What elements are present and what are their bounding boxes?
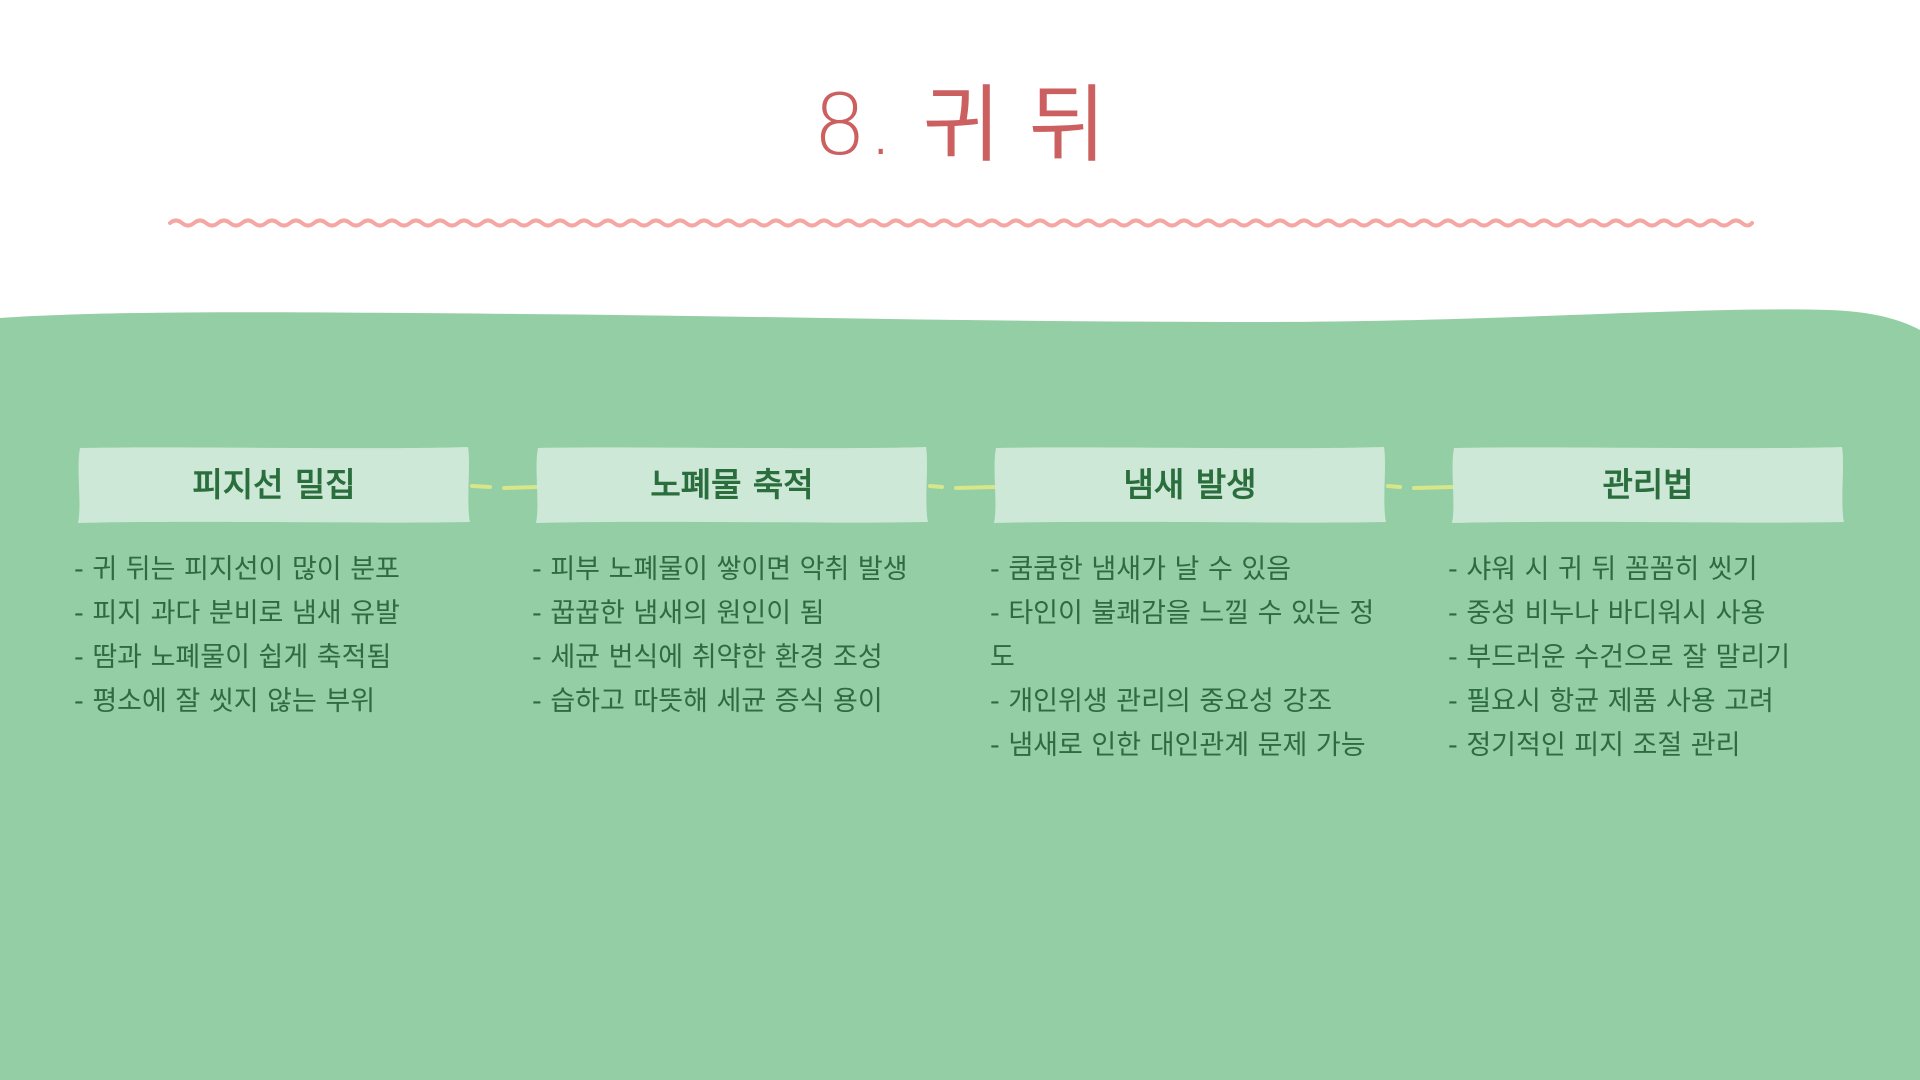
list-item: - 쿰쿰한 냄새가 날 수 있음: [990, 554, 1292, 585]
list-item: - 세균 번식에 취약한 환경 조성: [532, 642, 883, 673]
card-header: 노폐물 축적: [532, 444, 932, 526]
card-header-shape: [1452, 447, 1844, 523]
list-item: - 습하고 따뜻해 세균 증식 용이: [532, 686, 883, 717]
card-waste-buildup: 노폐물 축적 - 피부 노폐물이 쌓이면 악취 발생 - 꿉꿉한 냄새의 원인이…: [532, 444, 932, 724]
list-item: - 개인위생 관리의 중요성 강조: [990, 686, 1333, 717]
card-list: - 쿰쿰한 냄새가 날 수 있음 - 타인이 불쾌감을 느낄 수 있는 정도 -…: [990, 548, 1390, 768]
list-item: - 평소에 잘 씻지 않는 부위: [74, 686, 376, 717]
connector-line: [928, 484, 998, 490]
card-odor: 냄새 발생 - 쿰쿰한 냄새가 날 수 있음 - 타인이 불쾌감을 느낄 수 있…: [990, 444, 1390, 768]
list-item: - 귀 뒤는 피지선이 많이 분포: [74, 554, 400, 585]
card-title: 냄새 발생: [1123, 465, 1257, 504]
list-item: - 타인이 불쾌감을 느낄 수 있는 정도: [990, 598, 1375, 673]
connector-line: [1386, 484, 1456, 490]
list-item: - 냄새로 인한 대인관계 문제 가능: [990, 730, 1366, 761]
list-item: - 피지 과다 분비로 냄새 유발: [74, 598, 400, 629]
slide-title: 8. 귀 뒤: [812, 76, 1108, 174]
card-list: - 피부 노폐물이 쌓이면 악취 발생 - 꿉꿉한 냄새의 원인이 됨 - 세균…: [532, 548, 932, 724]
card-care-method: 관리법 - 샤워 시 귀 뒤 꼼꼼히 씻기 - 중성 비누나 바디워시 사용 -…: [1448, 444, 1848, 768]
card-title: 관리법: [1602, 465, 1694, 504]
card-header: 피지선 밀집: [74, 444, 474, 526]
list-item: - 꿉꿉한 냄새의 원인이 됨: [532, 598, 825, 629]
card-list: - 귀 뒤는 피지선이 많이 분포 - 피지 과다 분비로 냄새 유발 - 땀과…: [74, 548, 474, 724]
card-header: 관리법: [1448, 444, 1848, 526]
list-item: - 피부 노폐물이 쌓이면 악취 발생: [532, 554, 908, 585]
green-background: [0, 309, 1920, 1080]
card-header-shape: [994, 447, 1386, 523]
list-item: - 샤워 시 귀 뒤 꼼꼼히 씻기: [1448, 554, 1758, 585]
wavy-divider: [168, 218, 1754, 228]
card-list: - 샤워 시 귀 뒤 꼼꼼히 씻기 - 중성 비누나 바디워시 사용 - 부드러…: [1448, 548, 1848, 768]
card-title: 노폐물 축적: [650, 465, 814, 504]
card-header-shape: [536, 447, 928, 523]
card-title: 피지선 밀집: [192, 465, 356, 504]
list-item: - 부드러운 수건으로 잘 말리기: [1448, 642, 1791, 673]
connector-line: [470, 484, 540, 490]
list-item: - 정기적인 피지 조절 관리: [1448, 730, 1741, 761]
card-sebaceous-glands: 피지선 밀집 - 귀 뒤는 피지선이 많이 분포 - 피지 과다 분비로 냄새 …: [74, 444, 474, 724]
list-item: - 중성 비누나 바디워시 사용: [1448, 598, 1766, 629]
card-header-shape: [78, 447, 470, 523]
list-item: - 필요시 항균 제품 사용 고려: [1448, 686, 1774, 717]
card-header: 냄새 발생: [990, 444, 1390, 526]
list-item: - 땀과 노폐물이 쉽게 축적됨: [74, 642, 392, 673]
